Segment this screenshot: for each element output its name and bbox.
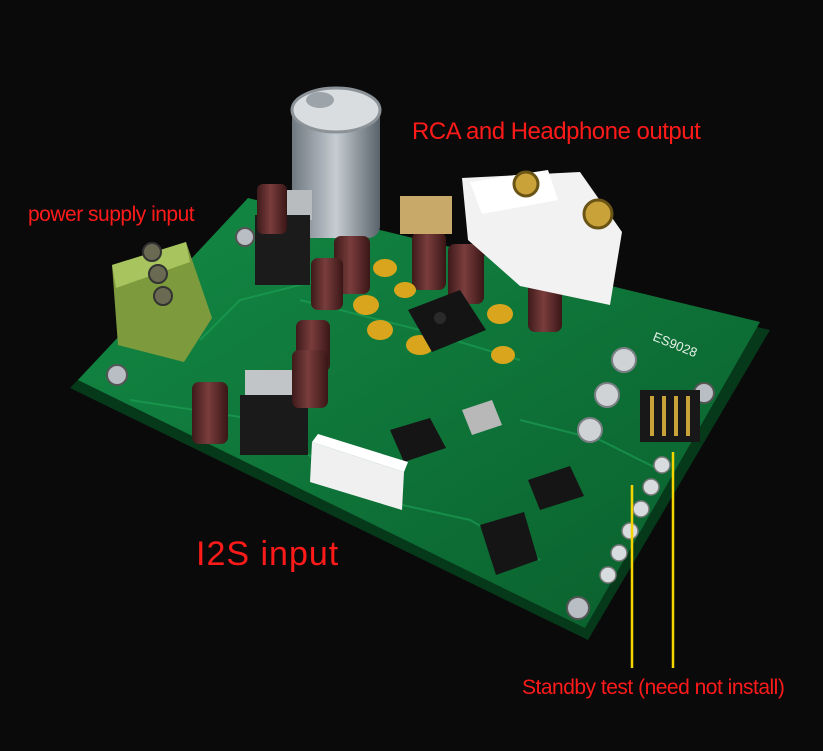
ic-chips — [390, 400, 584, 575]
standby-test-label: Standby test (need not install) — [522, 676, 785, 699]
large-capacitor — [290, 86, 382, 238]
tact-switches — [577, 347, 637, 443]
standby-marker-lines — [630, 452, 675, 668]
rca-headphone-label: RCA and Headphone output — [412, 118, 701, 145]
i2s-input-label: I2S input — [196, 535, 340, 573]
electrolytic-capacitors — [192, 184, 562, 444]
led-row — [599, 456, 671, 584]
pcb-board — [78, 198, 760, 628]
i2s-connector — [310, 434, 408, 510]
opamp-chip — [408, 290, 486, 352]
rca-connector — [400, 170, 622, 305]
film-capacitors — [353, 259, 515, 364]
power-terminal-block — [112, 242, 212, 362]
pin-header — [640, 390, 700, 442]
power-supply-label: power supply input — [28, 203, 195, 226]
